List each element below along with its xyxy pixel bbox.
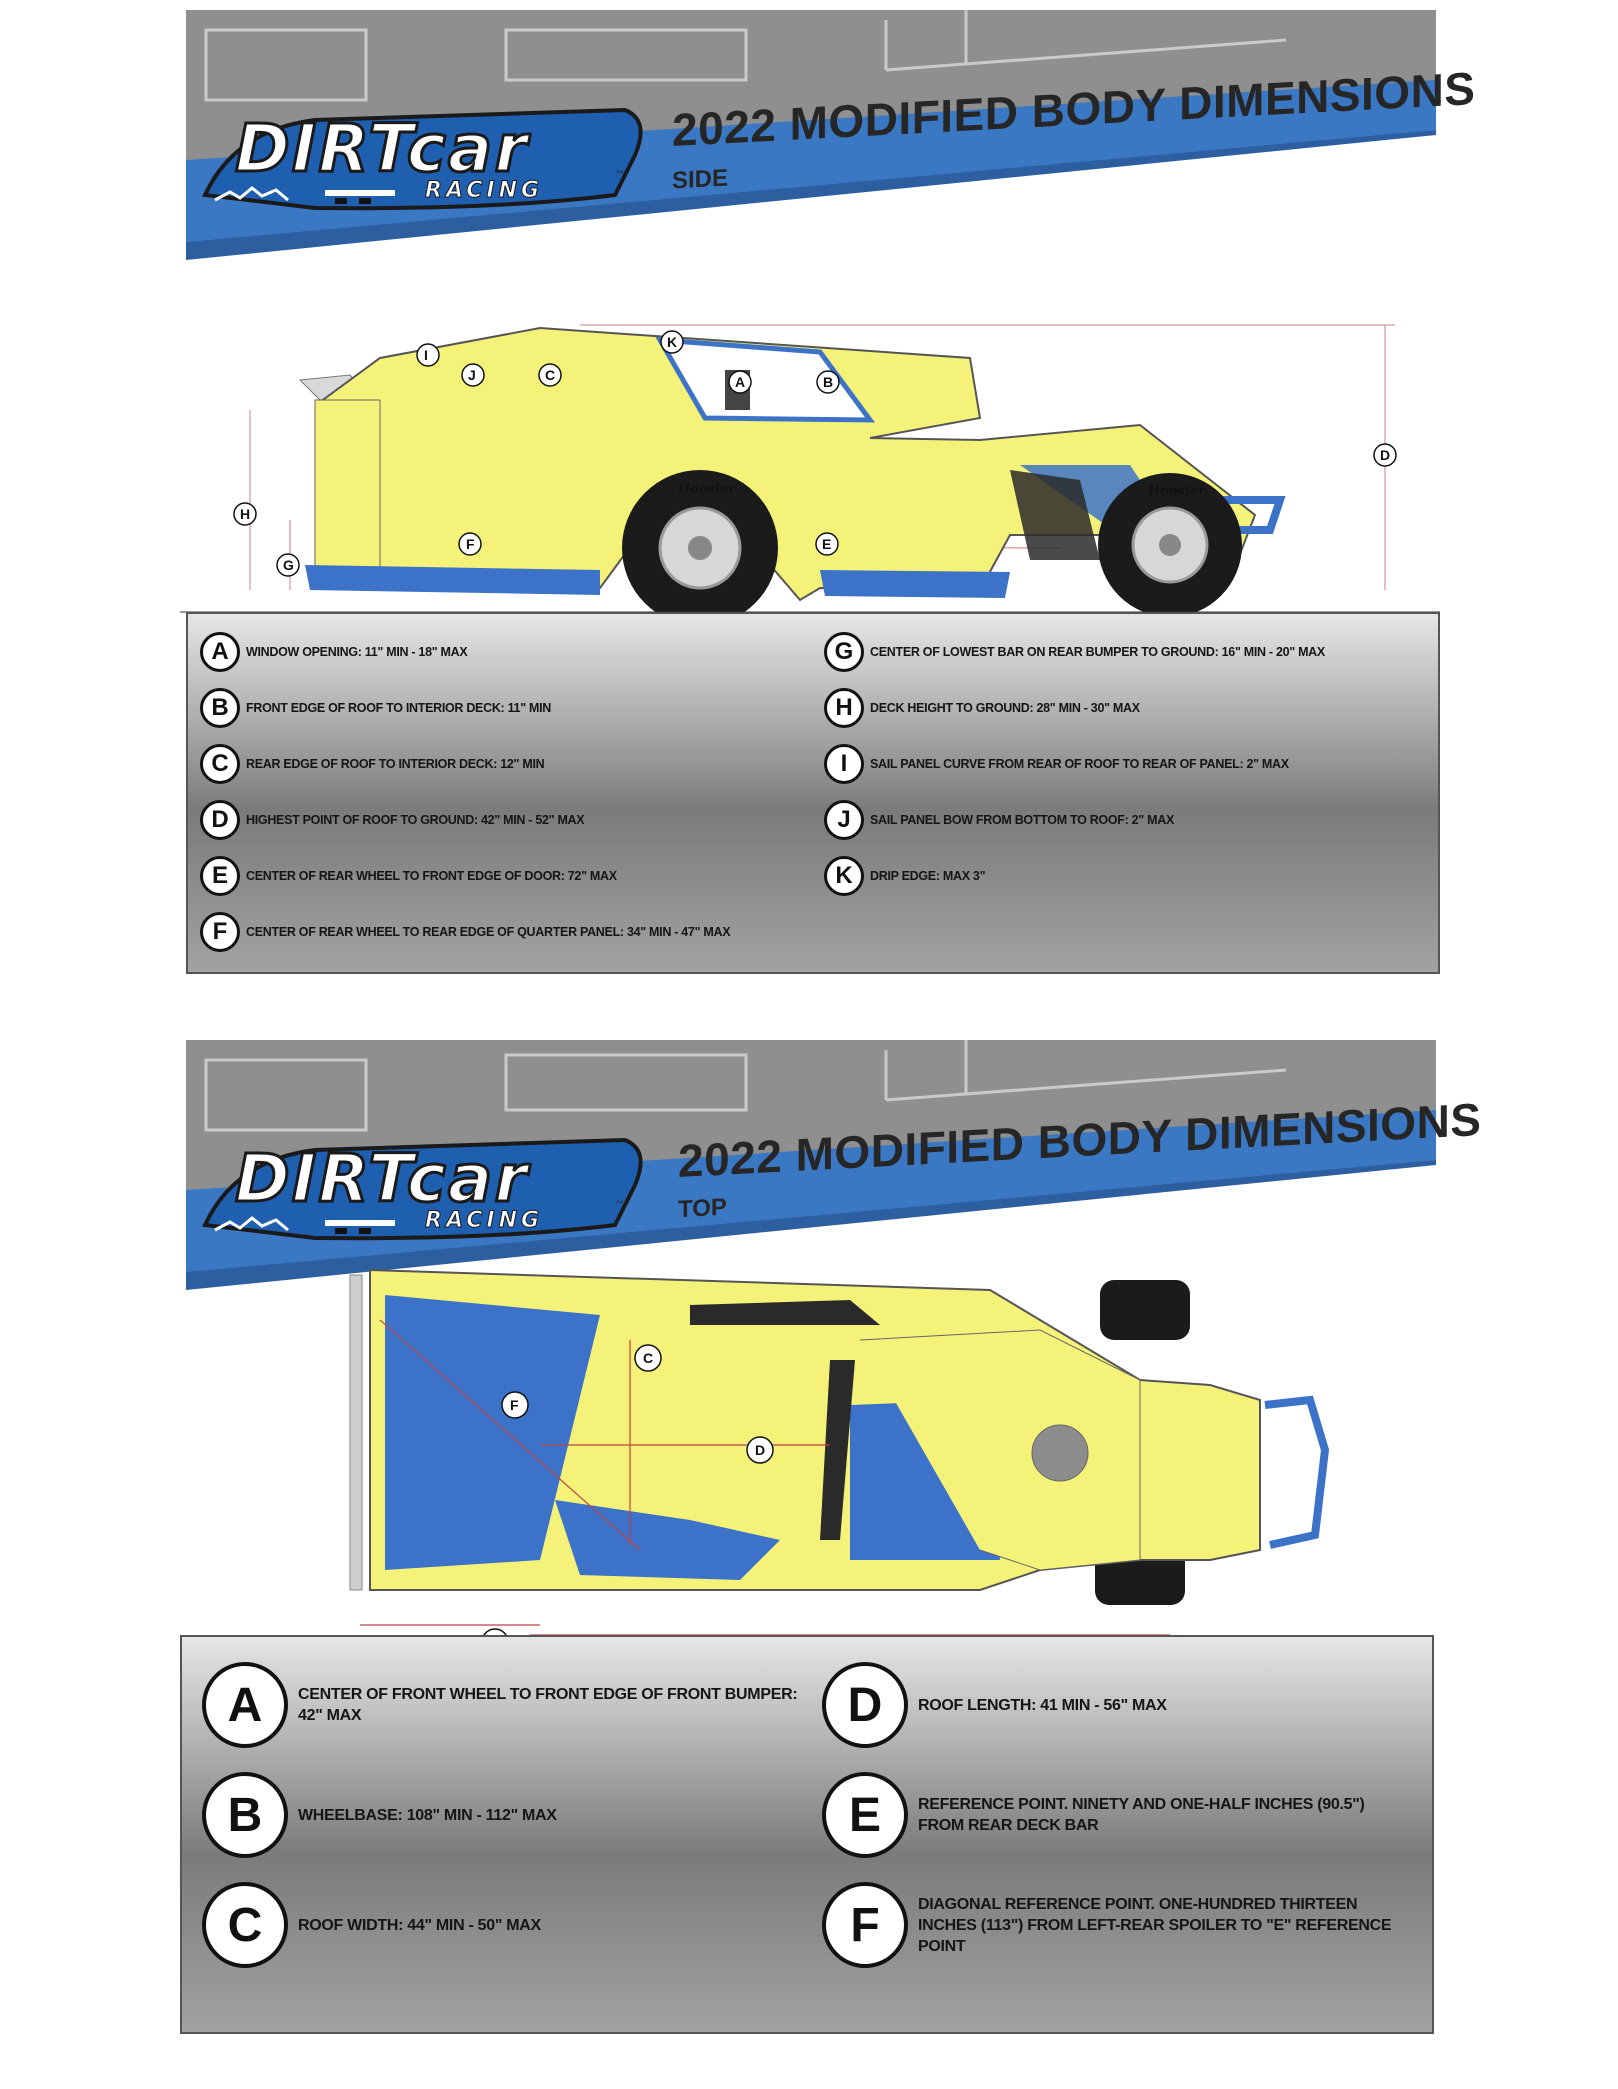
svg-text:C: C [643,1350,653,1366]
side-callout-a: A [728,370,752,394]
svg-text:E: E [822,536,831,552]
dirtcar-logo-top: DIRTcar RACING ™ [195,1130,655,1250]
side-sheet-subtitle: SIDE [672,164,729,195]
logo-racing-text-top: RACING [424,1208,544,1234]
logo-wordmark: DIRTcar [234,109,529,189]
side-callout-h: H [233,502,257,526]
svg-text:D: D [1380,447,1390,463]
side-callout-f: F [458,532,482,556]
svg-text:J: J [468,367,476,383]
rear-tire-brand: Hoosier [677,482,736,497]
trademark-mark-top: ™ [615,1200,625,1211]
side-callout-i: I [416,343,440,367]
logo-racing-text: RACING [424,178,544,204]
svg-text:A: A [735,374,745,390]
svg-text:G: G [283,557,294,573]
top-callout-f: F [501,1391,529,1419]
side-callout-c: C [538,363,562,387]
side-callout-j: J [461,363,485,387]
side-callout-e: E [815,532,839,556]
svg-text:C: C [545,367,555,383]
side-callout-g: G [276,553,300,577]
svg-text:D: D [755,1442,765,1458]
svg-text:B: B [823,374,833,390]
side-callout-k: K [660,330,684,354]
dirtcar-logo: DIRTcar RACING ™ [195,100,655,220]
svg-text:I: I [424,347,428,363]
trademark-mark: ™ [615,170,625,181]
logo-wordmark-top: DIRTcar [234,1139,529,1219]
top-sheet-subtitle: TOP [678,1193,727,1224]
top-callout-c: C [634,1344,662,1372]
side-view-car-diagram: Hoosier Hoosier I J C K A B D H G F E [180,324,1440,620]
side-callout-b: B [816,370,840,394]
svg-text:F: F [466,536,475,552]
front-tire-brand: Hoosier [1147,484,1206,499]
svg-text:H: H [240,506,250,522]
side-callout-d: D [1373,443,1397,467]
top-callout-d: D [746,1436,774,1464]
svg-text:K: K [667,334,677,350]
top-view-car-diagram: C F D E B A [349,1268,1330,1674]
svg-text:F: F [510,1397,519,1413]
